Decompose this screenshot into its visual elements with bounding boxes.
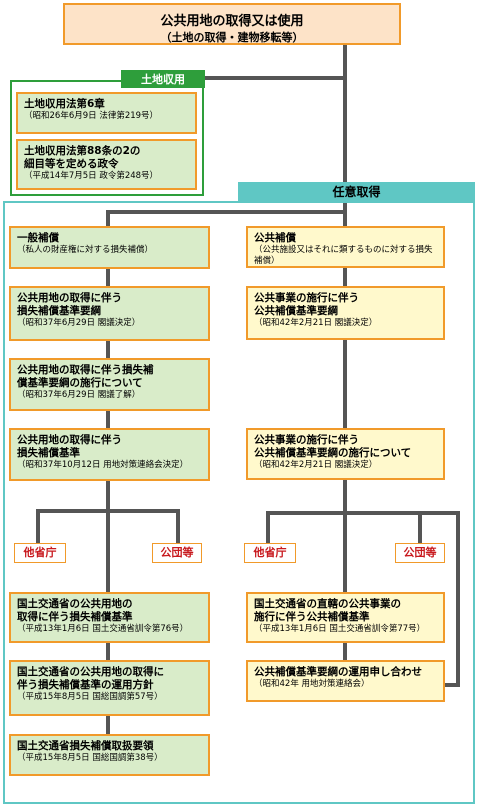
box-title: 公共用地の取得に伴う	[17, 292, 122, 304]
box-title-2: 公共補償基準要綱の施行について	[254, 447, 412, 460]
box-title: 一般補償	[17, 232, 59, 244]
voluntary-label: 任意取得	[238, 182, 475, 203]
box-note: （私人の財産権に対する損失補償）	[17, 245, 154, 256]
item-title-2: 細目等を定める政令	[24, 158, 119, 171]
branch-label-right-other-ministries: 他省庁	[244, 543, 296, 563]
box-title-2: 施行に伴う公共補償基準	[254, 611, 370, 624]
box-title-2: 償基準要綱の施行について	[17, 377, 143, 390]
box-title: 公共事業の施行に伴う	[254, 292, 359, 304]
left-box-3: 公共用地の取得に伴う損失補 償基準要綱の施行について （昭和37年6月29日 閣…	[9, 358, 210, 411]
box-title-2: 公共補償基準要綱	[254, 305, 338, 318]
box-note: （昭和37年10月12日 用地対策連絡会決定）	[17, 460, 189, 471]
box-title: 国土交通省の公共用地の取得に	[17, 666, 164, 678]
mlit-right-box-2: 公共補償基準要綱の運用申し合わせ （昭和42年 用地対策連絡会）	[246, 660, 445, 702]
branch-label-right-public-corp: 公団等	[395, 543, 445, 563]
box-title-2: 伴う損失補償基準の運用方針	[17, 679, 154, 692]
expropriation-frame	[10, 80, 204, 196]
expropriation-label: 土地収用	[121, 70, 205, 88]
box-title: 公共補償基準要綱の運用申し合わせ	[254, 666, 422, 678]
mlit-left-box-2: 国土交通省の公共用地の取得に 伴う損失補償基準の運用方針 （平成15年8月5日 …	[9, 660, 210, 716]
box-title-2: 取得に伴う損失補償基準	[17, 611, 133, 624]
left-box-1: 一般補償 （私人の財産権に対する損失補償）	[9, 226, 210, 269]
mlit-left-box-1: 国土交通省の公共用地の 取得に伴う損失補償基準 （平成13年1月6日 国土交通省…	[9, 592, 210, 643]
item-note: （平成14年7月5日 政令第248号）	[24, 171, 159, 182]
box-title: 公共用地の取得に伴う損失補	[17, 364, 154, 376]
root-subtitle: （土地の取得・建物移転等）	[160, 31, 304, 44]
box-title-2: 損失補償基準	[17, 447, 80, 460]
mlit-right-box-1: 国土交通省の直轄の公共事業の 施行に伴う公共補償基準 （平成13年1月6日 国土…	[246, 592, 445, 643]
box-title: 公共補償	[254, 232, 296, 244]
expropriation-item-1: 土地収用法第6章 （昭和26年6月9日 法律第219号）	[16, 92, 197, 134]
box-note: （平成15年8月5日 国総国調第38号）	[17, 753, 163, 764]
box-title: 公共用地の取得に伴う	[17, 434, 122, 446]
box-title: 国土交通省損失補償取扱要領	[17, 740, 154, 752]
expropriation-item-2: 土地収用法第88条の2の 細目等を定める政令 （平成14年7月5日 政令第248…	[16, 139, 197, 190]
box-note: （昭和42年2月21日 閣議決定）	[254, 318, 378, 329]
box-note: （昭和37年6月29日 閣議了解）	[17, 390, 141, 401]
branch-label-left-public-corp: 公団等	[152, 543, 202, 563]
root-box: 公共用地の取得又は使用 （土地の取得・建物移転等）	[63, 3, 401, 45]
box-note: （昭和37年6月29日 閣議決定）	[17, 318, 141, 329]
right-box-3: 公共事業の施行に伴う 公共補償基準要綱の施行について （昭和42年2月21日 閣…	[246, 428, 445, 480]
box-note: （平成13年1月6日 国土交通省訓令第77号）	[254, 624, 426, 635]
box-title-2: 損失補償基準要綱	[17, 305, 101, 318]
left-box-2: 公共用地の取得に伴う 損失補償基準要綱 （昭和37年6月29日 閣議決定）	[9, 286, 210, 341]
left-box-4: 公共用地の取得に伴う 損失補償基準 （昭和37年10月12日 用地対策連絡会決定…	[9, 428, 210, 481]
item-title: 土地収用法第88条の2の	[24, 145, 141, 157]
item-note: （昭和26年6月9日 法律第219号）	[24, 111, 159, 122]
right-box-2: 公共事業の施行に伴う 公共補償基準要綱 （昭和42年2月21日 閣議決定）	[246, 286, 445, 340]
right-box-1: 公共補償 （公共施設又はそれに類するものに対する損失補償）	[246, 226, 445, 268]
box-note: （平成15年8月5日 国総国調第57号）	[17, 692, 163, 703]
box-note: （平成13年1月6日 国土交通省訓令第76号）	[17, 624, 189, 635]
box-note: （昭和42年 用地対策連絡会）	[254, 679, 370, 690]
item-title: 土地収用法第6章	[24, 98, 105, 110]
root-title: 公共用地の取得又は使用	[160, 14, 304, 29]
box-title: 公共事業の施行に伴う	[254, 434, 359, 446]
box-title: 国土交通省の公共用地の	[17, 598, 133, 610]
branch-label-left-other-ministries: 他省庁	[14, 543, 66, 563]
box-note: （公共施設又はそれに類するものに対する損失補償）	[254, 245, 433, 266]
box-note: （昭和42年2月21日 閣議決定）	[254, 460, 378, 471]
mlit-left-box-3: 国土交通省損失補償取扱要領 （平成15年8月5日 国総国調第38号）	[9, 734, 210, 776]
box-title: 国土交通省の直轄の公共事業の	[254, 598, 401, 610]
